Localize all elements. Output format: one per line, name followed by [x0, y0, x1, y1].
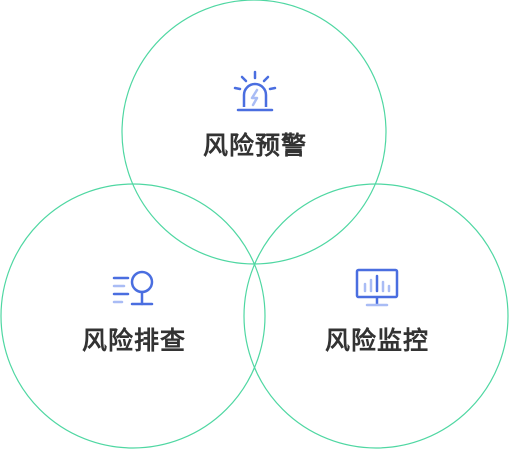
alarm-siren-icon: [233, 70, 277, 112]
risk-check-node: 风险排查: [73, 264, 195, 356]
risk-warning-node: 风险预警: [194, 69, 316, 161]
monitor-chart-icon: [355, 268, 399, 307]
risk-monitor-label: 风险监控: [324, 326, 429, 355]
risk-warning-label: 风险预警: [202, 131, 307, 160]
circle-left: [0, 183, 266, 449]
circle-right: [243, 183, 509, 449]
magnifier-check-icon: [112, 270, 154, 306]
risk-check-label: 风险排查: [81, 326, 186, 355]
risk-monitor-node: 风险监控: [316, 264, 438, 356]
